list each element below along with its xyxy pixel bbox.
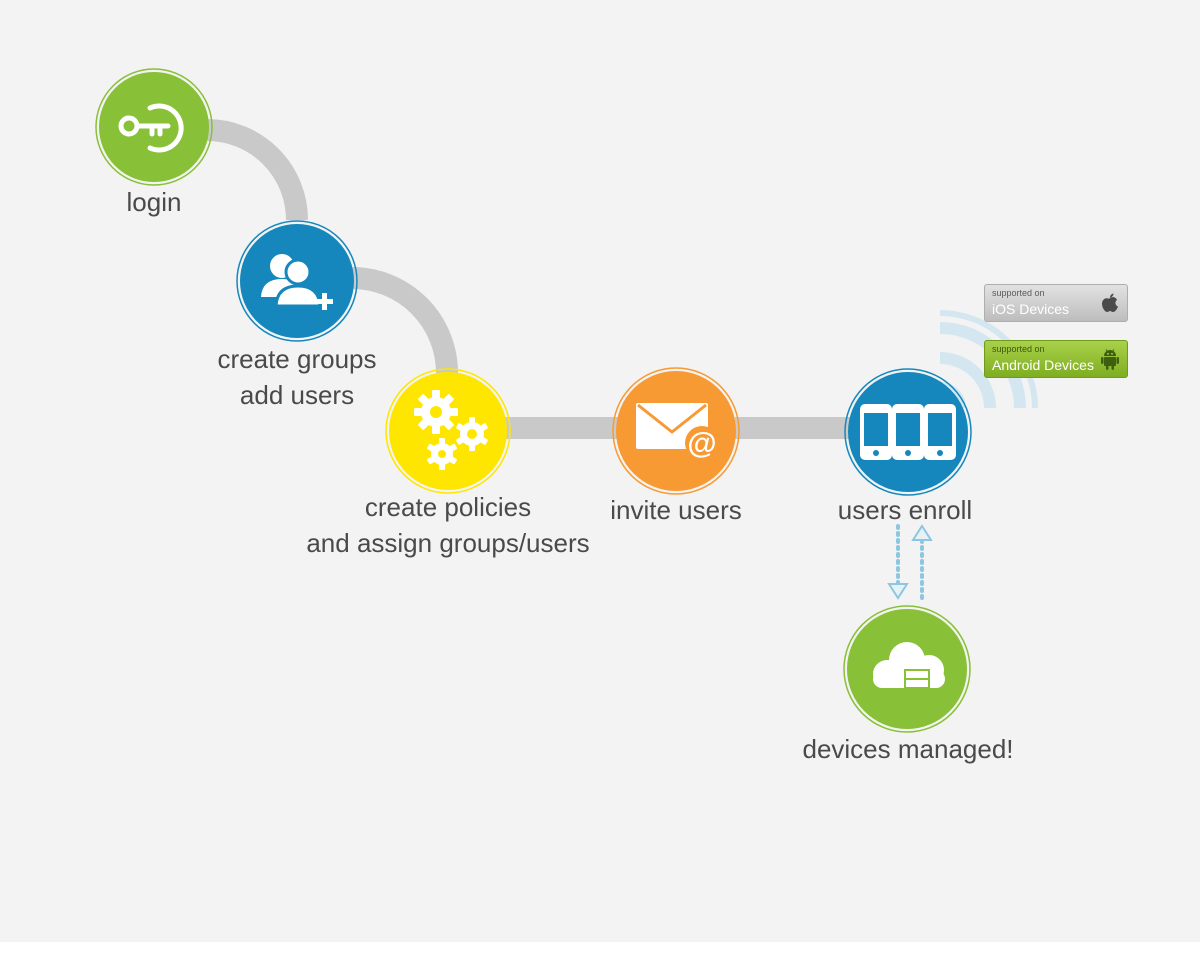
login-label: login: [126, 187, 182, 217]
connector-groups-policies: [351, 267, 458, 374]
mobile-devices-icon: [860, 404, 956, 460]
users-enroll-step-node: [844, 368, 972, 496]
key-icon: [118, 103, 184, 153]
envelope-at-icon: @: [636, 403, 719, 460]
create-policies-step-node: [385, 368, 511, 494]
users-enroll-label: users enroll: [837, 495, 973, 525]
connector-login-groups: [206, 119, 308, 221]
create-policies-label-line1: create policies: [364, 492, 532, 522]
apple-icon: [1102, 293, 1118, 312]
gears-icon: [414, 390, 488, 470]
ios-badge-small-text: supported on: [992, 288, 1045, 298]
android-icon: [1101, 349, 1119, 370]
create-groups-label-line1: create groups: [217, 344, 377, 374]
cloud-server-icon: [873, 642, 945, 689]
create-policies-label-line2: and assign groups/users: [306, 528, 590, 558]
android-badge-small-text: supported on: [992, 344, 1045, 354]
create-groups-step-node: [236, 220, 358, 342]
invite-users-label: invite users: [610, 495, 742, 525]
ios-support-badge: supported on iOS Devices: [984, 284, 1128, 322]
login-step-node: [95, 68, 213, 186]
add-user-group-icon: [261, 254, 333, 310]
sync-arrows-icon: [896, 524, 924, 600]
create-groups-label-line2: add users: [239, 380, 355, 410]
devices-managed-label: devices managed!: [802, 734, 1014, 764]
create-policies-label: create policies and assign groups/users: [288, 489, 608, 561]
create-groups-label: create groups add users: [176, 341, 418, 413]
devices-managed-step-node: [843, 605, 971, 733]
invite-users-step-node: @: [612, 367, 740, 495]
svg-text:@: @: [687, 427, 716, 460]
android-badge-text: Android Devices: [992, 357, 1094, 373]
android-support-badge: supported on Android Devices: [984, 340, 1128, 378]
ios-badge-text: iOS Devices: [992, 301, 1070, 317]
